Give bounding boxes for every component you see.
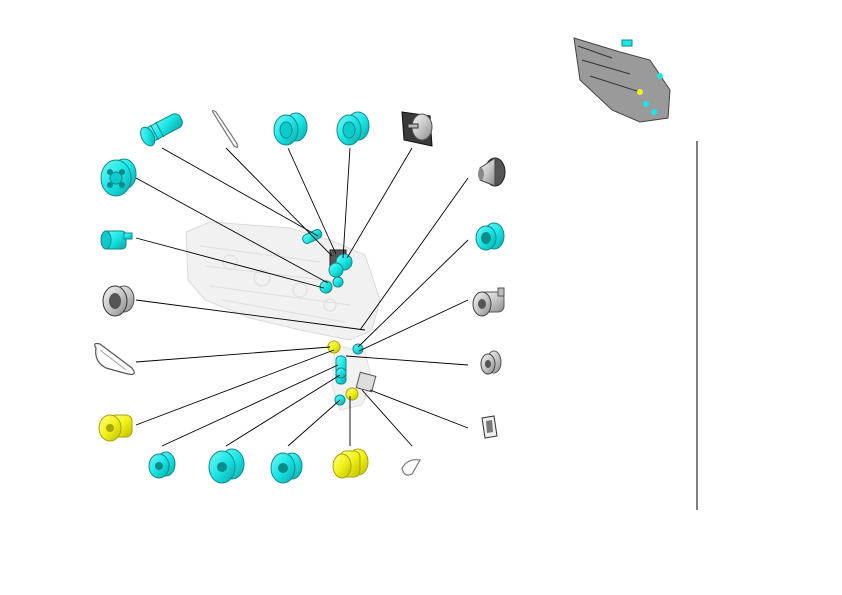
leader-lines bbox=[135, 147, 469, 447]
gray-pulley-left bbox=[102, 285, 135, 317]
bushing-gray-right bbox=[480, 350, 502, 375]
gear-cyan-2 bbox=[336, 111, 370, 146]
timing-belt bbox=[94, 342, 135, 375]
bottom-gear-cyan-3 bbox=[270, 452, 303, 484]
small-belt-bottom bbox=[401, 459, 421, 476]
bottom-gear-cyan-2 bbox=[208, 448, 245, 484]
funnel-pulley-right bbox=[478, 157, 506, 187]
ghost-assembly bbox=[185, 221, 381, 411]
yellow-gear-left bbox=[98, 414, 133, 442]
shaft-gear-cyan bbox=[140, 113, 183, 147]
clutch-gray-right bbox=[472, 287, 505, 317]
gear-cyan-1 bbox=[273, 112, 308, 146]
assembly-thumbnail bbox=[573, 37, 671, 123]
small-bushing-cyan bbox=[100, 230, 133, 250]
large-gear-cyan-left bbox=[100, 158, 137, 197]
assembled-parts bbox=[302, 228, 377, 406]
drive-belt-small bbox=[211, 109, 239, 148]
gear-cyan-right bbox=[475, 222, 505, 251]
bottom-gear-cyan-1 bbox=[148, 451, 176, 479]
bracket-gray-right bbox=[481, 415, 498, 439]
yellow-gear-bottom bbox=[332, 448, 369, 479]
motor-bracket bbox=[401, 111, 433, 147]
